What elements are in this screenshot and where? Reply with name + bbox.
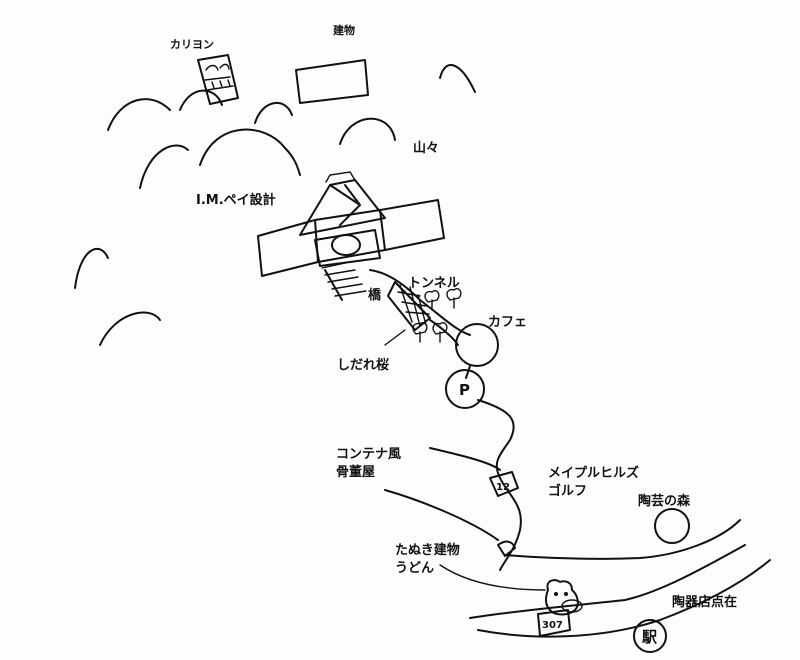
- cafe-circle: [455, 323, 499, 367]
- building-shape: [295, 59, 369, 104]
- carillon-tower: [197, 54, 239, 105]
- station-circle: [633, 619, 667, 653]
- trees: [412, 288, 462, 343]
- cafe-label: カフェ: [488, 315, 528, 330]
- building-label: 建物: [333, 24, 355, 37]
- winding-road: [477, 399, 522, 571]
- tanuki-figure: [544, 579, 583, 616]
- maple-hills-label-2: ゴルフ: [548, 484, 588, 499]
- im-pei-building: [257, 171, 445, 277]
- pottery-forest-label: 陶芸の森: [638, 494, 691, 509]
- im-pei-label: I.M.ペイ設計: [196, 193, 276, 208]
- parking-circle: [445, 369, 485, 409]
- branch-road: [429, 447, 501, 471]
- route307-number: 307: [542, 620, 563, 631]
- route12-shield: [489, 471, 519, 497]
- antique-pointer: [384, 489, 499, 541]
- antique-mark: [497, 540, 516, 557]
- bottom-road: [477, 559, 771, 638]
- mountains-label: 山々: [413, 141, 440, 156]
- tanuki-pointer: [439, 564, 546, 591]
- bridge-hatched: [369, 269, 431, 331]
- route12-number: 12: [496, 482, 510, 493]
- cherry-pointer: [384, 329, 406, 346]
- lower-road: [469, 544, 746, 619]
- container-antique-label-2: 骨董屋: [336, 465, 376, 480]
- mountain-ridges: [74, 64, 476, 346]
- main-road: [504, 519, 741, 560]
- pottery-forest-circle: [654, 508, 690, 544]
- tanuki-label-2: うどん: [395, 561, 435, 576]
- weeping-cherry-label: しだれ桜: [337, 358, 390, 373]
- cafe-to-parking: [465, 365, 471, 379]
- container-antique-label-1: コンテナ風: [336, 447, 402, 462]
- tanuki-label-1: たぬき建物: [395, 543, 460, 558]
- path-to-cafe: [419, 299, 471, 336]
- bridge-label: 橋: [368, 288, 382, 303]
- maple-hills-label-1: メイプルヒルズ: [548, 466, 640, 481]
- station-label: 駅: [641, 628, 658, 646]
- pottery-shops-label: 陶器店点在: [672, 595, 738, 610]
- parking-label: P: [459, 381, 470, 399]
- tunnel-label: トンネル: [408, 276, 460, 291]
- route307-shield: [537, 609, 571, 637]
- approach-stairs: [321, 261, 367, 301]
- carillon-label: カリヨン: [170, 38, 214, 51]
